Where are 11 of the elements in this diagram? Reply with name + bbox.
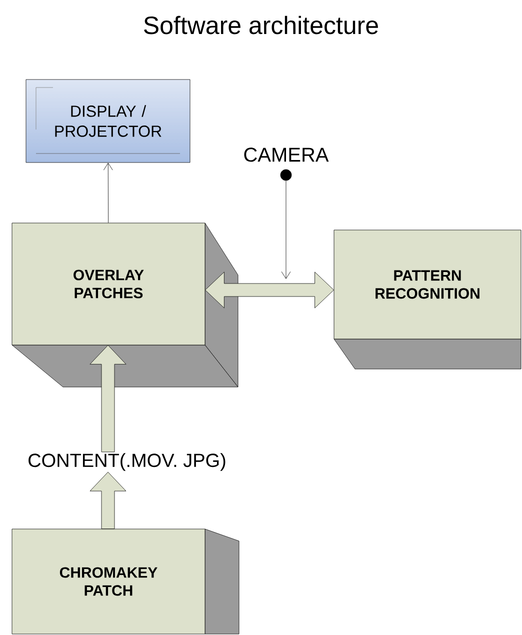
arrow <box>281 180 291 279</box>
block-arrow <box>90 345 126 452</box>
process-box: PATTERN RECOGNITION <box>334 230 522 370</box>
block-arrow <box>205 272 334 308</box>
process-box: CHROMAKEY PATCH <box>12 528 240 634</box>
process-box: OVERLAY PATCHES <box>12 222 238 388</box>
title: Software architecture <box>144 16 378 34</box>
display-box: DISPLAY / PROJETCTOR <box>26 79 190 163</box>
arrow <box>103 162 113 223</box>
block-arrow <box>90 472 126 529</box>
content-label: CONTENT(.MOV. JPG) <box>28 453 226 471</box>
